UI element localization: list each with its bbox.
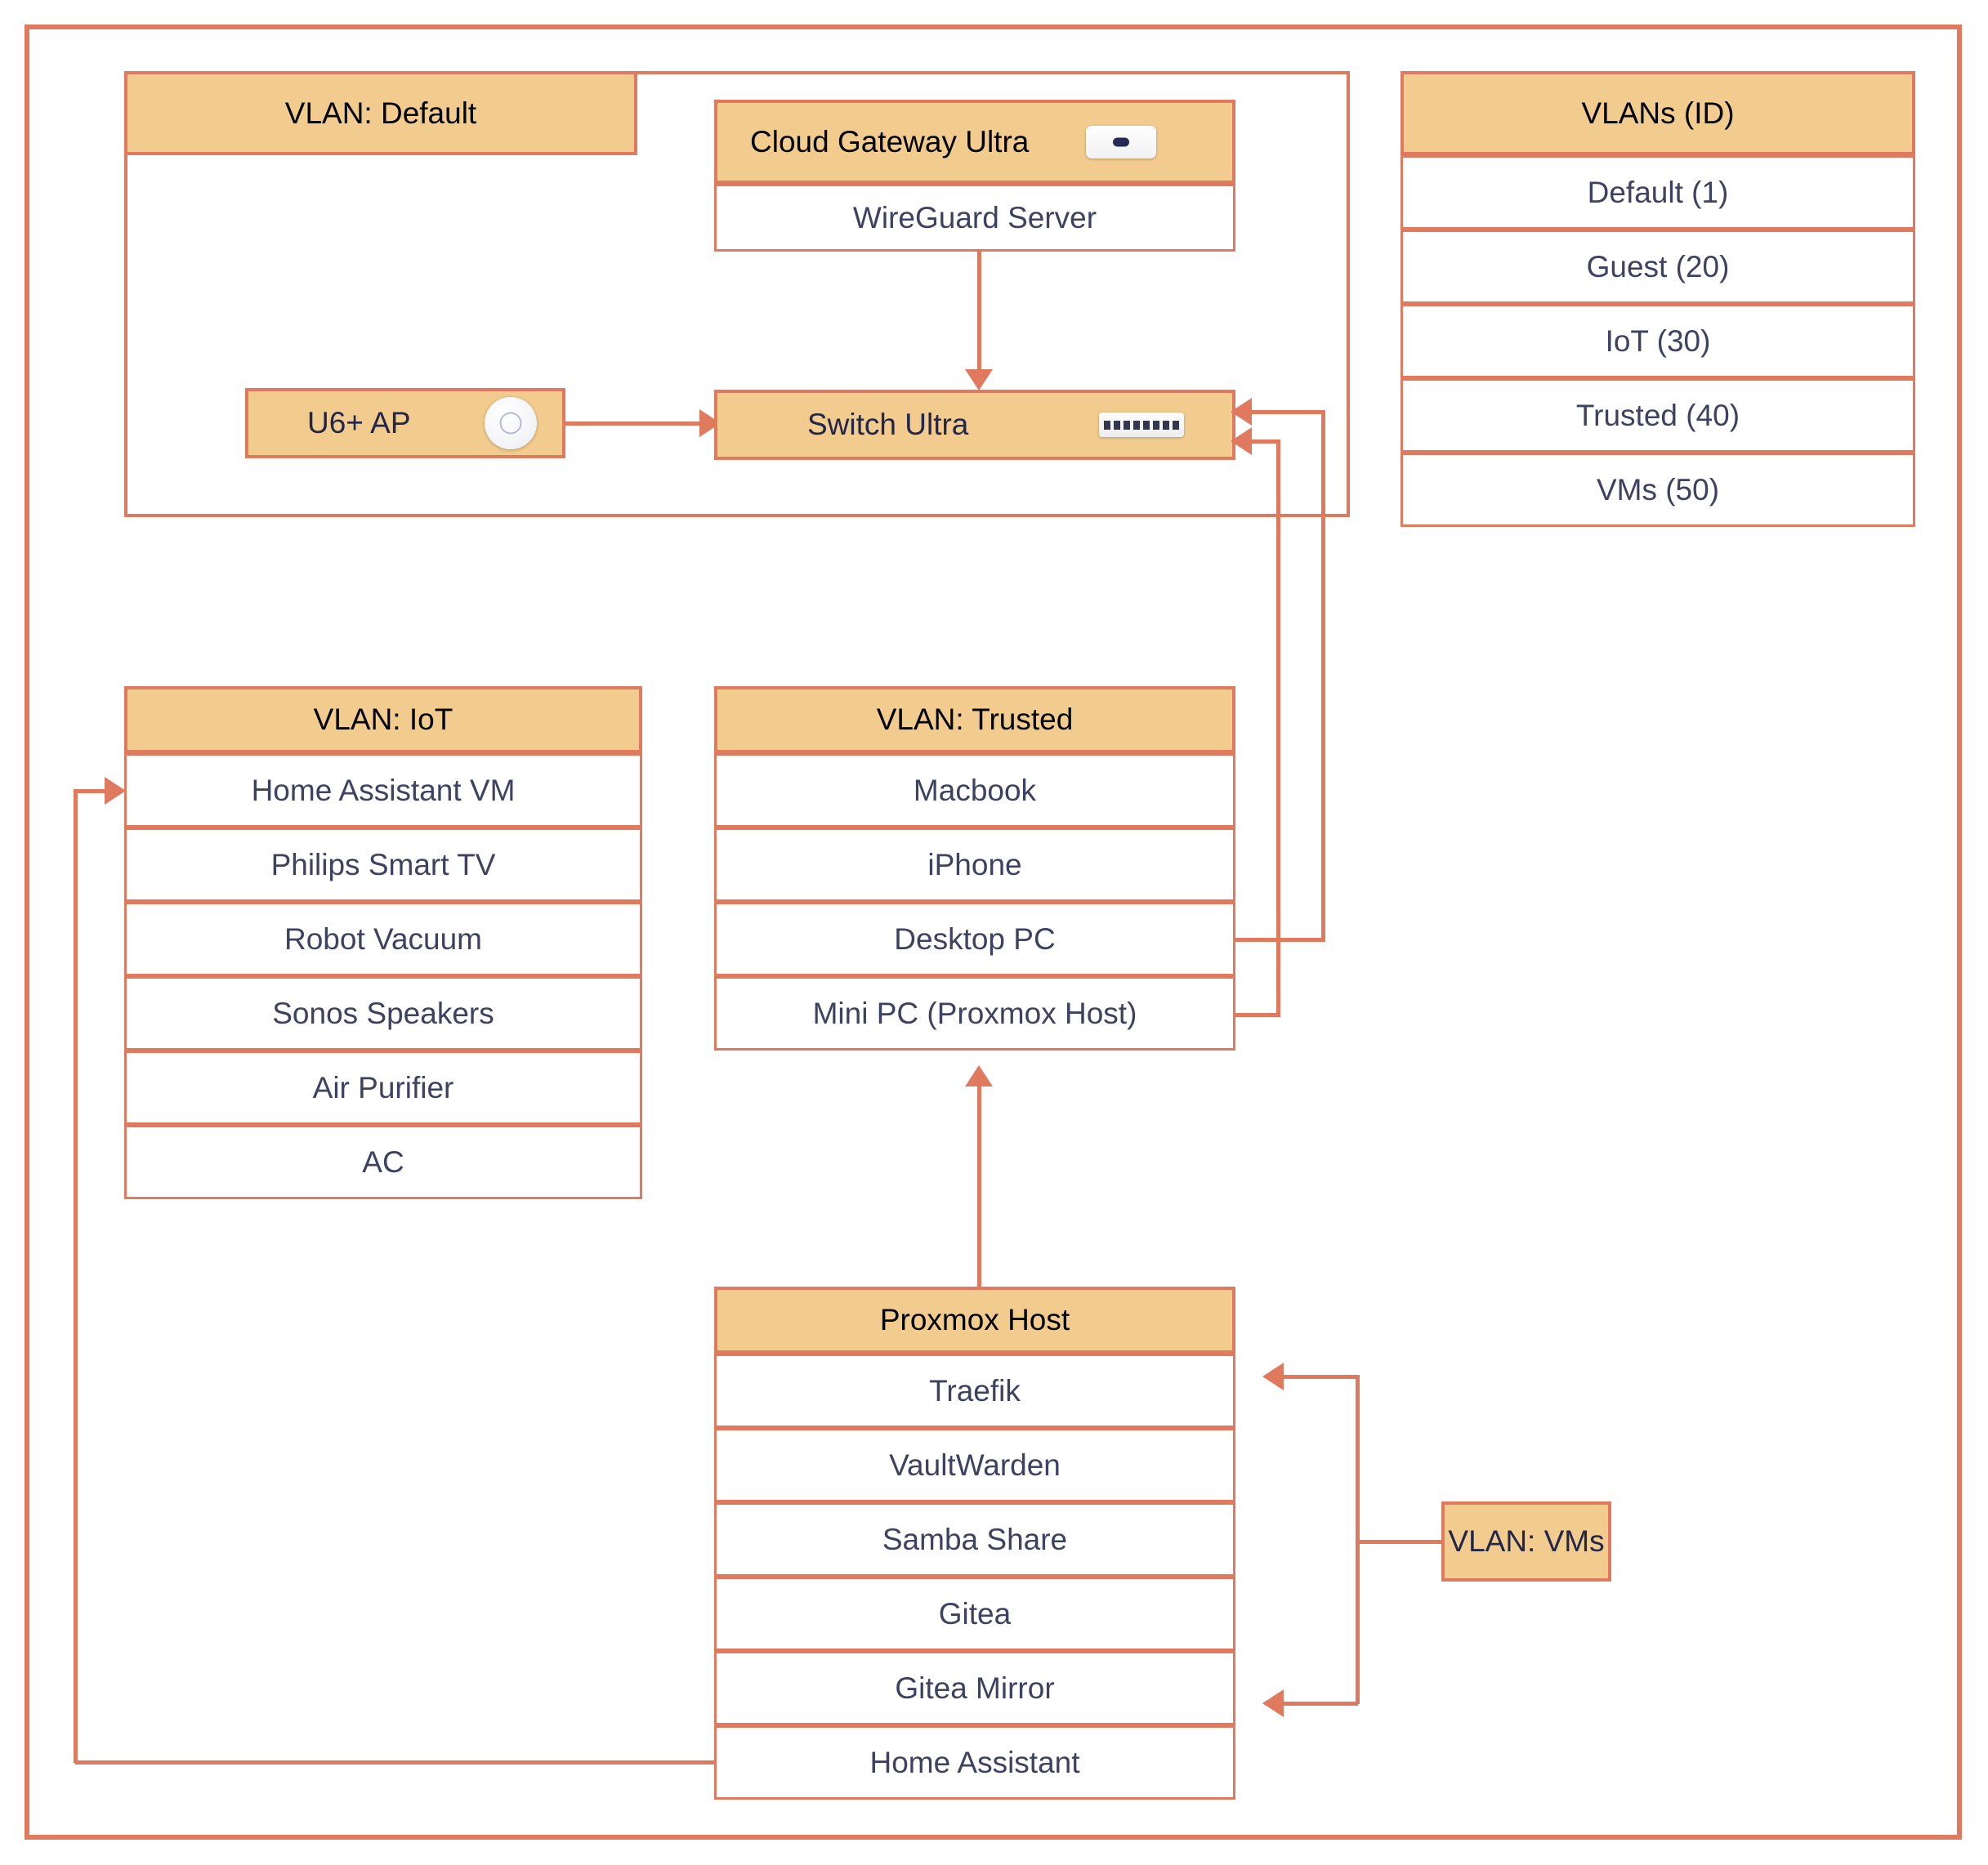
- vlans-table-row-vms[interactable]: VMs (50): [1401, 453, 1915, 527]
- arrowhead-vms-to-gitea-mirror: [1262, 1689, 1284, 1717]
- connector-vms-stub: [1356, 1540, 1445, 1544]
- vlan-iot-header-label: VLAN: IoT: [313, 703, 453, 736]
- connector-home-assistant-vertical: [74, 789, 78, 1763]
- vlan-trusted-row-desktop-pc[interactable]: Desktop PC: [714, 902, 1235, 976]
- vlan-iot-cell: Air Purifier: [312, 1070, 454, 1104]
- vlans-table-row-iot[interactable]: IoT (30): [1401, 304, 1915, 378]
- vlans-table-row-trusted[interactable]: Trusted (40): [1401, 378, 1915, 453]
- proxmox-host-cell: VaultWarden: [889, 1448, 1061, 1482]
- arrowhead-vms-to-traefik: [1262, 1363, 1284, 1390]
- proxmox-host-header: Proxmox Host: [714, 1287, 1235, 1354]
- vlan-trusted-header: VLAN: Trusted: [714, 686, 1235, 753]
- switch-ultra-node[interactable]: Switch Ultra: [714, 390, 1235, 460]
- proxmox-host-cell: Traefik: [929, 1373, 1021, 1408]
- vlans-table-row-default[interactable]: Default (1): [1401, 155, 1915, 230]
- proxmox-host-cell: Samba Share: [882, 1522, 1068, 1556]
- connector-vms-to-traefik: [1283, 1375, 1358, 1379]
- connector-desktop-pc-to-switch: [1250, 410, 1324, 414]
- diagram-outer-frame: [25, 25, 1962, 1840]
- proxmox-host-row-home-assistant[interactable]: Home Assistant: [714, 1725, 1235, 1800]
- vlan-trusted-cell: Macbook: [913, 773, 1037, 807]
- vlans-table-cell: Trusted (40): [1575, 398, 1740, 432]
- connector-vms-to-gitea-mirror: [1283, 1702, 1358, 1706]
- vlan-trusted-header-label: VLAN: Trusted: [876, 703, 1074, 736]
- proxmox-host-row-traefik[interactable]: Traefik: [714, 1354, 1235, 1428]
- vlan-iot-cell: AC: [362, 1144, 404, 1179]
- connector-desktop-pc-vertical: [1321, 410, 1325, 939]
- vlans-table-cell: IoT (30): [1605, 323, 1711, 358]
- switch-device-icon: [1099, 413, 1185, 437]
- vlan-iot-header: VLAN: IoT: [124, 686, 642, 753]
- vlan-vms-label: VLAN: VMs: [1448, 1524, 1605, 1558]
- proxmox-host-cell: Gitea Mirror: [895, 1671, 1055, 1705]
- arrowhead-gateway-to-switch: [965, 369, 993, 390]
- vlan-trusted-cell: iPhone: [927, 847, 1022, 881]
- proxmox-host-row-vaultwarden[interactable]: VaultWarden: [714, 1428, 1235, 1502]
- vlan-default-header: VLAN: Default: [124, 71, 637, 155]
- vlan-trusted-row-mini-pc[interactable]: Mini PC (Proxmox Host): [714, 976, 1235, 1051]
- vlan-iot-row-ac[interactable]: AC: [124, 1125, 642, 1199]
- arrowhead-home-assistant-to-iot: [105, 777, 126, 805]
- connector-gateway-to-switch: [977, 252, 981, 374]
- u6-plus-ap-label: U6+ AP: [307, 406, 411, 439]
- proxmox-host-row-gitea-mirror[interactable]: Gitea Mirror: [714, 1651, 1235, 1725]
- vlan-iot-row-philips-smart-tv[interactable]: Philips Smart TV: [124, 828, 642, 902]
- switch-ultra-label: Switch Ultra: [807, 408, 969, 441]
- vlan-iot-cell: Home Assistant VM: [251, 773, 516, 807]
- vlans-table-cell: Default (1): [1587, 175, 1729, 209]
- vlan-iot-row-air-purifier[interactable]: Air Purifier: [124, 1051, 642, 1125]
- connector-home-assistant-to-iot: [74, 789, 113, 793]
- arrowhead-desktop-pc-to-switch: [1231, 398, 1252, 426]
- vlan-trusted-cell: Desktop PC: [894, 921, 1056, 956]
- connector-vms-trunk: [1356, 1375, 1360, 1704]
- connector-mini-pc-to-switch: [1250, 439, 1279, 444]
- vlans-table-header-label: VLANs (ID): [1581, 96, 1735, 130]
- vlan-iot-row-home-assistant-vm[interactable]: Home Assistant VM: [124, 753, 642, 828]
- connector-ap-to-switch: [565, 422, 704, 426]
- proxmox-host-header-label: Proxmox Host: [879, 1303, 1070, 1336]
- vlan-iot-row-robot-vacuum[interactable]: Robot Vacuum: [124, 902, 642, 976]
- vlan-trusted-cell: Mini PC (Proxmox Host): [812, 996, 1137, 1030]
- vlans-table-header: VLANs (ID): [1401, 71, 1915, 155]
- vlan-iot-cell: Philips Smart TV: [270, 847, 496, 881]
- connector-mini-pc-right: [1235, 1013, 1280, 1017]
- connector-proxmox-to-trusted: [977, 1086, 981, 1289]
- proxmox-host-cell: Home Assistant: [869, 1745, 1080, 1779]
- arrowhead-proxmox-to-trusted: [965, 1065, 993, 1086]
- vlans-table-row-guest[interactable]: Guest (20): [1401, 230, 1915, 304]
- vlan-default-container: [124, 71, 1350, 517]
- vlan-iot-row-sonos-speakers[interactable]: Sonos Speakers: [124, 976, 642, 1051]
- vlan-iot-cell: Sonos Speakers: [272, 996, 494, 1030]
- vlan-vms-node[interactable]: VLAN: VMs: [1441, 1501, 1611, 1582]
- arrowhead-mini-pc-to-switch: [1231, 427, 1252, 455]
- access-point-icon: [484, 397, 537, 449]
- connector-mini-pc-vertical: [1276, 439, 1280, 1015]
- connector-desktop-pc-right: [1235, 938, 1325, 942]
- wireguard-server-row[interactable]: WireGuard Server: [714, 184, 1235, 252]
- vlan-trusted-row-iphone[interactable]: iPhone: [714, 828, 1235, 902]
- vlan-default-header-label: VLAN: Default: [284, 96, 477, 130]
- proxmox-host-row-gitea[interactable]: Gitea: [714, 1577, 1235, 1651]
- cloud-gateway-ultra-label: Cloud Gateway Ultra: [750, 124, 1030, 158]
- wireguard-server-label: WireGuard Server: [852, 200, 1097, 234]
- connector-home-assistant-left: [75, 1760, 716, 1765]
- cloud-gateway-ultra-header[interactable]: Cloud Gateway Ultra: [714, 100, 1235, 184]
- vlans-table-cell: Guest (20): [1586, 249, 1730, 283]
- gateway-device-icon: [1086, 125, 1157, 158]
- vlan-iot-cell: Robot Vacuum: [284, 921, 482, 956]
- u6-plus-ap-node[interactable]: U6+ AP: [245, 388, 565, 458]
- proxmox-host-row-samba-share[interactable]: Samba Share: [714, 1502, 1235, 1577]
- proxmox-host-cell: Gitea: [938, 1596, 1012, 1631]
- vlan-trusted-row-macbook[interactable]: Macbook: [714, 753, 1235, 828]
- vlans-table-cell: VMs (50): [1596, 472, 1720, 506]
